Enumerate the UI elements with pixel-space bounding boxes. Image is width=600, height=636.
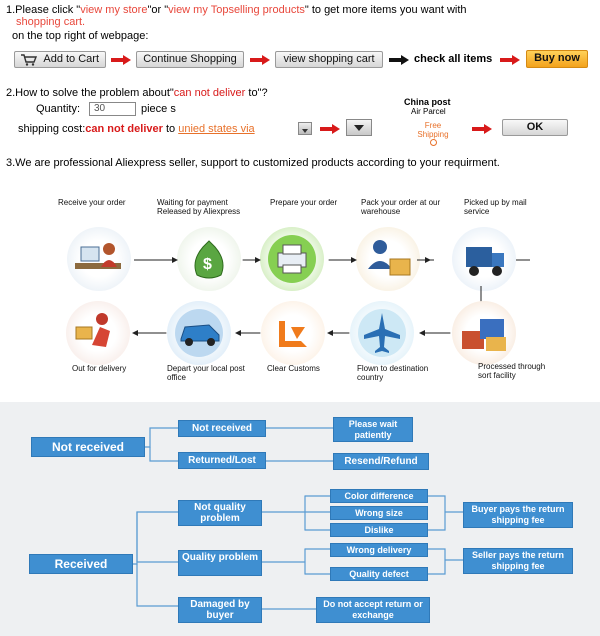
s1-prefix: 1.Please click " [6, 4, 81, 16]
step-caption: Processed through sort facility [478, 362, 546, 380]
arrow-icon [417, 257, 431, 263]
red-arrow-icon [500, 55, 520, 65]
not-received-box: Not received [31, 437, 145, 457]
step-caption: Flown to destination country [357, 364, 429, 382]
view-shopping-cart-button[interactable]: view shopping cart [275, 51, 383, 68]
step-caption: Pack your order at our warehouse [361, 198, 441, 216]
step-caption: Receive your order [58, 198, 126, 207]
flow-arrows-bottom [132, 330, 451, 336]
nr-not-received-box: Not received [178, 420, 266, 437]
seller-pays-box: Seller pays the return shipping fee [463, 548, 573, 574]
money-bag-icon: $ [177, 227, 241, 291]
cart-icon [21, 54, 38, 71]
delivery-man-icon [66, 301, 130, 365]
no-return-box: Do not accept return or exchange [316, 597, 430, 623]
red-arrow-icon [389, 55, 409, 65]
quantity-label: Quantity: [36, 103, 81, 115]
s2-title-red: can not deliver [173, 87, 246, 99]
wrong-size-box: Wrong size [330, 506, 428, 520]
continue-shopping-button[interactable]: Continue Shopping [136, 51, 244, 68]
dropdown-arrow-icon[interactable] [298, 122, 312, 135]
shipping-destination-select[interactable]: unied states via [178, 123, 255, 135]
quality-defect-box: Quality defect [330, 567, 428, 581]
dislike-box: Dislike [330, 523, 428, 537]
quantity-unit: piece s [141, 103, 176, 115]
received-box: Received [29, 554, 133, 574]
arrow-icon [516, 259, 530, 261]
quality-problem-box: Quality problem [178, 550, 262, 576]
red-arrow-icon [111, 55, 131, 65]
red-arrow-icon [320, 124, 340, 134]
shipping-to: to [162, 123, 179, 135]
step-caption: Waiting for payment Released by Aliexpre… [157, 198, 241, 216]
section3-title: 3.We are professional Aliexpress seller,… [6, 157, 500, 169]
resend-refund-box: Resend/Refund [333, 453, 429, 470]
step-caption: Out for delivery [72, 364, 127, 373]
ok-button[interactable]: OK [502, 119, 568, 136]
parcels-icon [452, 301, 516, 365]
customs-icon [261, 301, 325, 365]
air-parcel-label: Air Parcel [411, 107, 446, 116]
section1-line1: 1.Please click "view my store"or "view m… [6, 4, 596, 17]
buy-now-button[interactable]: Buy now [526, 50, 588, 68]
add-to-cart-label: Add to Cart [43, 53, 99, 65]
s2-title-prefix: 2.How to solve the problem about" [6, 87, 174, 99]
section2-title: 2.How to solve the problem about"can not… [6, 87, 268, 100]
flow-arrows-top [134, 257, 434, 263]
shipping-red: can not deliver [85, 123, 163, 135]
s1-mid: "or " [147, 4, 169, 16]
s1-suffix: " to get more items you want with [304, 4, 467, 16]
printer-icon [260, 227, 324, 291]
packing-worker-icon [356, 227, 420, 291]
step-caption: Picked up by mail service [464, 198, 527, 216]
please-wait-box: Please wait patiently [333, 417, 413, 442]
mail-truck-icon [452, 227, 516, 291]
color-difference-box: Color difference [330, 489, 428, 503]
dropdown-arrow-icon[interactable] [346, 119, 372, 136]
step-caption: Prepare your order [270, 198, 338, 207]
check-all-items-text: check all items [414, 53, 493, 65]
quantity-input[interactable]: 30 [89, 102, 136, 116]
airplane-icon [350, 301, 414, 365]
step-caption: Depart your local post office [167, 364, 245, 382]
wrong-delivery-box: Wrong delivery [330, 543, 428, 557]
shipping-cost-line: shipping cost:can not deliver to unied s… [18, 123, 255, 136]
shopping-cart-link[interactable]: shopping cart. [16, 16, 86, 28]
china-post-label: China post [404, 97, 451, 107]
view-my-store-link[interactable]: view my store [80, 4, 148, 16]
receive-order-icon [67, 227, 131, 291]
diagram-connectors [132, 427, 464, 610]
shipping-prefix: shipping cost: [18, 123, 86, 135]
add-to-cart-button[interactable]: Add to Cart [14, 51, 106, 68]
returned-lost-box: Returned/Lost [178, 452, 266, 469]
free-shipping-label: Free Shipping [417, 121, 449, 139]
damaged-by-buyer-box: Damaged by buyer [178, 597, 262, 623]
s1-line3: on the top right of webpage: [12, 30, 149, 42]
s2-title-suffix: to"? [245, 87, 268, 99]
red-arrow-icon [250, 55, 270, 65]
view-topselling-link[interactable]: view my Topselling products [168, 4, 305, 16]
buyer-pays-box: Buyer pays the return shipping fee [463, 502, 573, 528]
svg-text:$: $ [203, 256, 212, 273]
red-arrow-icon [472, 124, 492, 134]
not-quality-problem-box: Not quality problem [178, 500, 262, 526]
car-icon [167, 301, 231, 365]
step-caption: Clear Customs [267, 364, 320, 373]
radio-icon[interactable] [430, 139, 437, 146]
